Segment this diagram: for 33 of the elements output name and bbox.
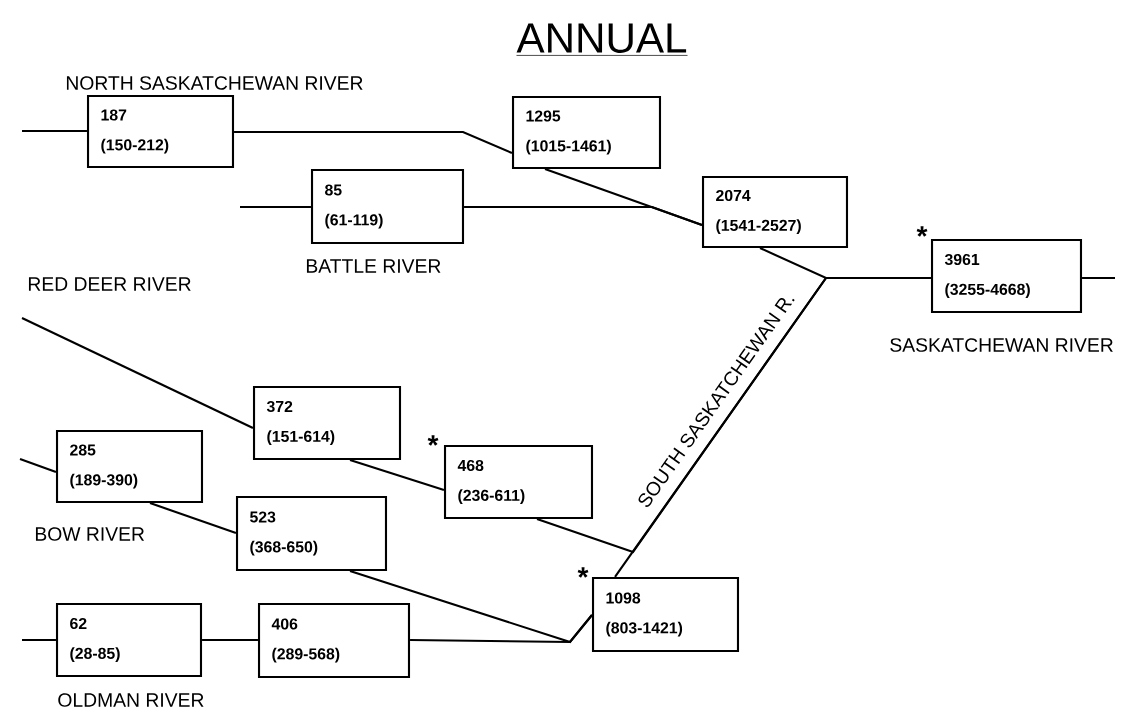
river-line <box>240 205 311 209</box>
river-line <box>410 614 593 644</box>
value-box: 1295 (1015-1461) <box>511 95 662 170</box>
value-box: 85 (61-119) <box>310 168 465 245</box>
value-box: 285 (189-390) <box>55 429 204 504</box>
title: ANNUAL <box>516 23 688 56</box>
asterisk: * <box>577 567 589 578</box>
river-line <box>349 459 445 491</box>
river-line <box>21 317 254 429</box>
value-box: 2074 (1541-2527) <box>701 175 849 249</box>
value-box: 187 (150-212) <box>86 94 235 169</box>
asterisk: * <box>427 435 439 446</box>
river-line <box>22 638 56 642</box>
asterisk: * <box>916 226 928 237</box>
river-line <box>614 276 931 578</box>
value-box: 372 (151-614) <box>252 385 402 461</box>
river-name: BOW RIVER <box>35 527 145 541</box>
value-box: 406 (289-568) <box>257 602 411 679</box>
value-box: 468 (236-611) <box>443 444 594 520</box>
river-name: SASKATCHEWAN RIVER <box>890 338 1113 352</box>
value-box: 523 (368-650) <box>235 495 388 572</box>
river-line <box>149 502 237 534</box>
river-line <box>22 129 87 133</box>
river-line <box>234 130 513 154</box>
river-name: OLDMAN RIVER <box>58 693 204 707</box>
river-line <box>19 458 57 473</box>
river-name: RED DEER RIVER <box>28 277 191 291</box>
value-box: 62 (28-85) <box>55 602 203 678</box>
value-box: 1098 (803-1421) <box>591 576 740 653</box>
river-line <box>544 168 703 226</box>
value-box: 3961 (3255-4668) <box>930 238 1083 314</box>
river-line <box>202 638 258 642</box>
river-line <box>1082 276 1115 280</box>
